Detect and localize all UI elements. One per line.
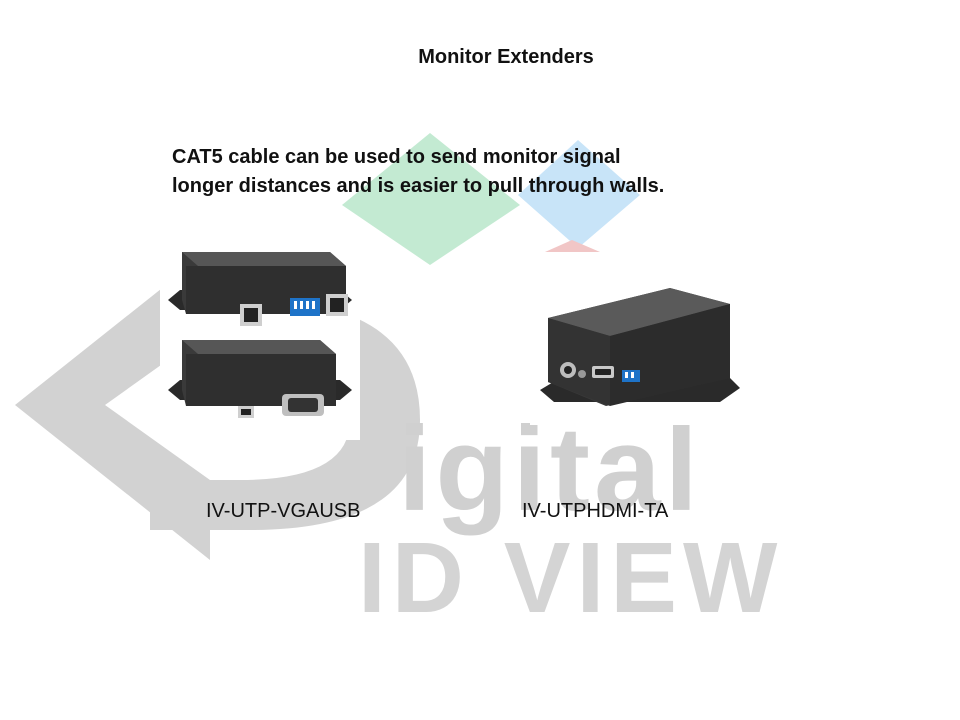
body-line-1: CAT5 cable can be used to send monitor s… bbox=[172, 146, 621, 168]
body-line-2: longer distances and is easier to pull t… bbox=[172, 175, 665, 197]
extender-unit-top bbox=[168, 252, 352, 326]
slide-title: Monitor Extenders bbox=[418, 46, 594, 68]
slide-body-text: CAT5 cable can be used to send monitor s… bbox=[172, 143, 812, 201]
extender-unit-bottom bbox=[168, 340, 352, 418]
watermark-blue-diamond bbox=[518, 140, 640, 248]
watermark-text-line2: ID VIEW bbox=[358, 522, 783, 634]
watermark-red-diamond bbox=[545, 240, 600, 252]
product-label-vga-usb: IV-UTP-VGAUSB bbox=[206, 500, 361, 522]
vga-usb-extender-photo bbox=[160, 240, 360, 440]
watermark-green-diamond bbox=[342, 133, 520, 265]
product-label-hdmi: IV-UTPHDMI-TA bbox=[522, 500, 669, 522]
hdmi-extender-photo bbox=[530, 270, 745, 425]
